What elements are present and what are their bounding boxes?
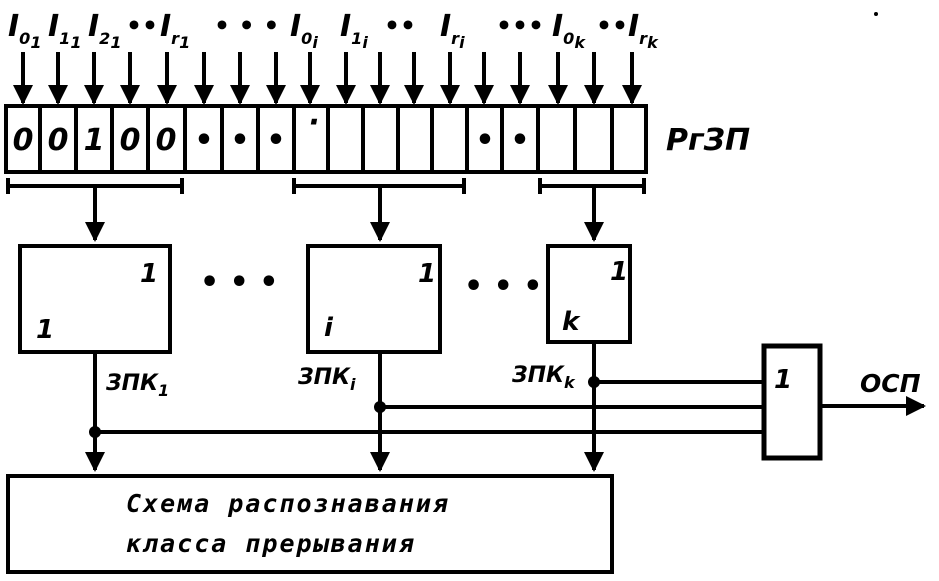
block-bottom-label: k	[562, 307, 581, 337]
input-dots-d: •••	[496, 11, 544, 40]
register-cell: 1	[84, 123, 105, 158]
register-cell: 0	[48, 123, 69, 158]
group-arrows	[85, 186, 604, 242]
input-label-i0k: I0k	[552, 9, 586, 52]
or-gate-label: 1	[774, 365, 792, 395]
group-brackets	[6, 178, 646, 194]
register-cell: 0	[120, 123, 141, 158]
or-gate: 1 ОСП	[761, 343, 926, 461]
input-label-i21: I21	[88, 9, 121, 52]
block-name-1: ЗПК1	[105, 371, 169, 400]
input-dots-b: • • •	[214, 11, 279, 40]
block-dots-2: • • •	[464, 269, 542, 304]
input-dots-e: ••	[596, 11, 628, 40]
wires	[85, 342, 764, 472]
block-zpk-k: 1 k	[546, 244, 632, 344]
register-cell: •	[194, 123, 213, 158]
register-cell: •	[475, 123, 494, 158]
input-label-i11: I11	[48, 9, 81, 52]
register-cell: •	[266, 123, 285, 158]
block-dots-1: • • •	[200, 265, 278, 300]
block-top-label: 1	[610, 257, 628, 287]
block-bottom-label: i	[324, 313, 334, 343]
register-cell: ·	[308, 105, 319, 140]
recognizer-line-2: класса прерывания	[126, 529, 416, 558]
recognizer-line-1: Схема распознавания	[126, 489, 450, 518]
block-name-i: ЗПКi	[297, 365, 356, 394]
input-label-irk: Irk	[628, 9, 659, 52]
stray-dot	[874, 12, 878, 16]
input-label-i1i: I1i	[340, 9, 368, 52]
input-label-ir1: Ir1	[160, 9, 190, 52]
input-label-iri: Iri	[440, 9, 465, 52]
block-bottom-label: 1	[36, 315, 54, 345]
recognizer-block: Схема распознавания класса прерывания	[6, 474, 614, 574]
block-name-k: ЗПКk	[511, 363, 576, 392]
input-label-i01: I01	[8, 9, 41, 52]
input-dots-c: ••	[384, 11, 416, 40]
block-top-label: 1	[418, 259, 436, 289]
input-labels: I01 I11 I21 •• Ir1 • • • I0i I1i •• Iri …	[8, 9, 659, 52]
block-zpk-1: 1 1	[18, 244, 172, 354]
block-zpk-i: 1 i	[306, 244, 442, 354]
register-cell: •	[510, 123, 529, 158]
input-arrows	[13, 52, 642, 105]
register: 0 0 1 0 0 • • • · • • РгЗП	[4, 104, 750, 174]
register-cell: 0	[156, 123, 177, 158]
input-label-i0i: I0i	[290, 9, 318, 52]
junction-dots	[89, 376, 600, 438]
register-label: РгЗП	[666, 123, 750, 158]
register-cell: •	[230, 123, 249, 158]
register-cell: 0	[13, 123, 34, 158]
or-output-label: ОСП	[860, 369, 921, 398]
input-dots-a: ••	[126, 11, 158, 40]
block-top-label: 1	[140, 259, 158, 289]
